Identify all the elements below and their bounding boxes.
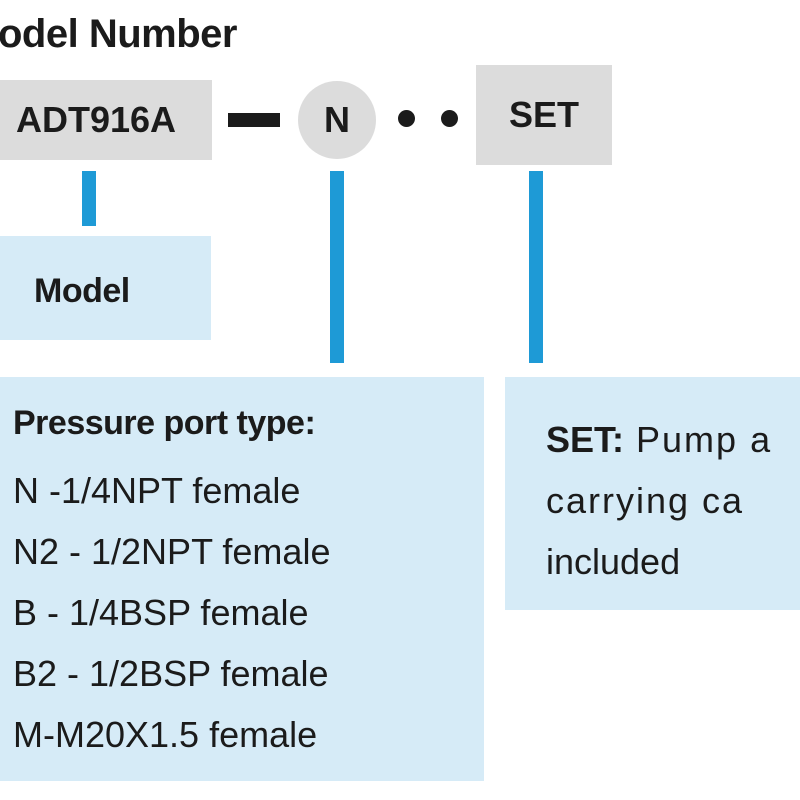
set-label: SET: <box>546 419 625 460</box>
model-code-text: ADT916A <box>16 99 177 140</box>
set-code-box: SET <box>476 65 612 165</box>
model-panel <box>0 236 211 340</box>
model-code-box: ADT916A <box>0 80 212 160</box>
set-description-line: SET: Pump a <box>546 409 800 470</box>
set-connector-line <box>529 171 543 363</box>
dash-separator <box>228 113 280 127</box>
list-item: M-M20X1.5 female <box>13 714 318 755</box>
separator-dot <box>441 110 458 127</box>
port-code-circle: N <box>298 81 376 159</box>
set-panel: SET: Pump a carrying ca included <box>505 377 800 610</box>
list-item: N2 - 1/2NPT female <box>13 531 331 572</box>
list-item: B - 1/4BSP female <box>13 592 309 633</box>
port-code-text: N <box>324 99 350 140</box>
list-item: B2 - 1/2BSP female <box>13 653 329 694</box>
pressure-port-heading: Pressure port type: <box>13 404 316 442</box>
set-description-line: carrying ca <box>546 480 745 521</box>
port-connector-line <box>330 171 344 363</box>
set-description: SET: Pump a carrying ca included <box>546 409 800 592</box>
pressure-port-list: N -1/4NPT female N2 - 1/2NPT female B - … <box>13 460 330 765</box>
separator-dot <box>398 110 415 127</box>
set-description-line: included <box>546 541 681 582</box>
model-label: Model <box>34 272 130 310</box>
set-code-text: SET <box>508 94 579 135</box>
model-connector-line <box>82 171 96 226</box>
list-item: N -1/4NPT female <box>13 470 301 511</box>
set-line1-text: Pump a <box>624 419 773 460</box>
pressure-port-panel <box>0 377 484 781</box>
diagram-title: odel Number <box>0 12 237 56</box>
